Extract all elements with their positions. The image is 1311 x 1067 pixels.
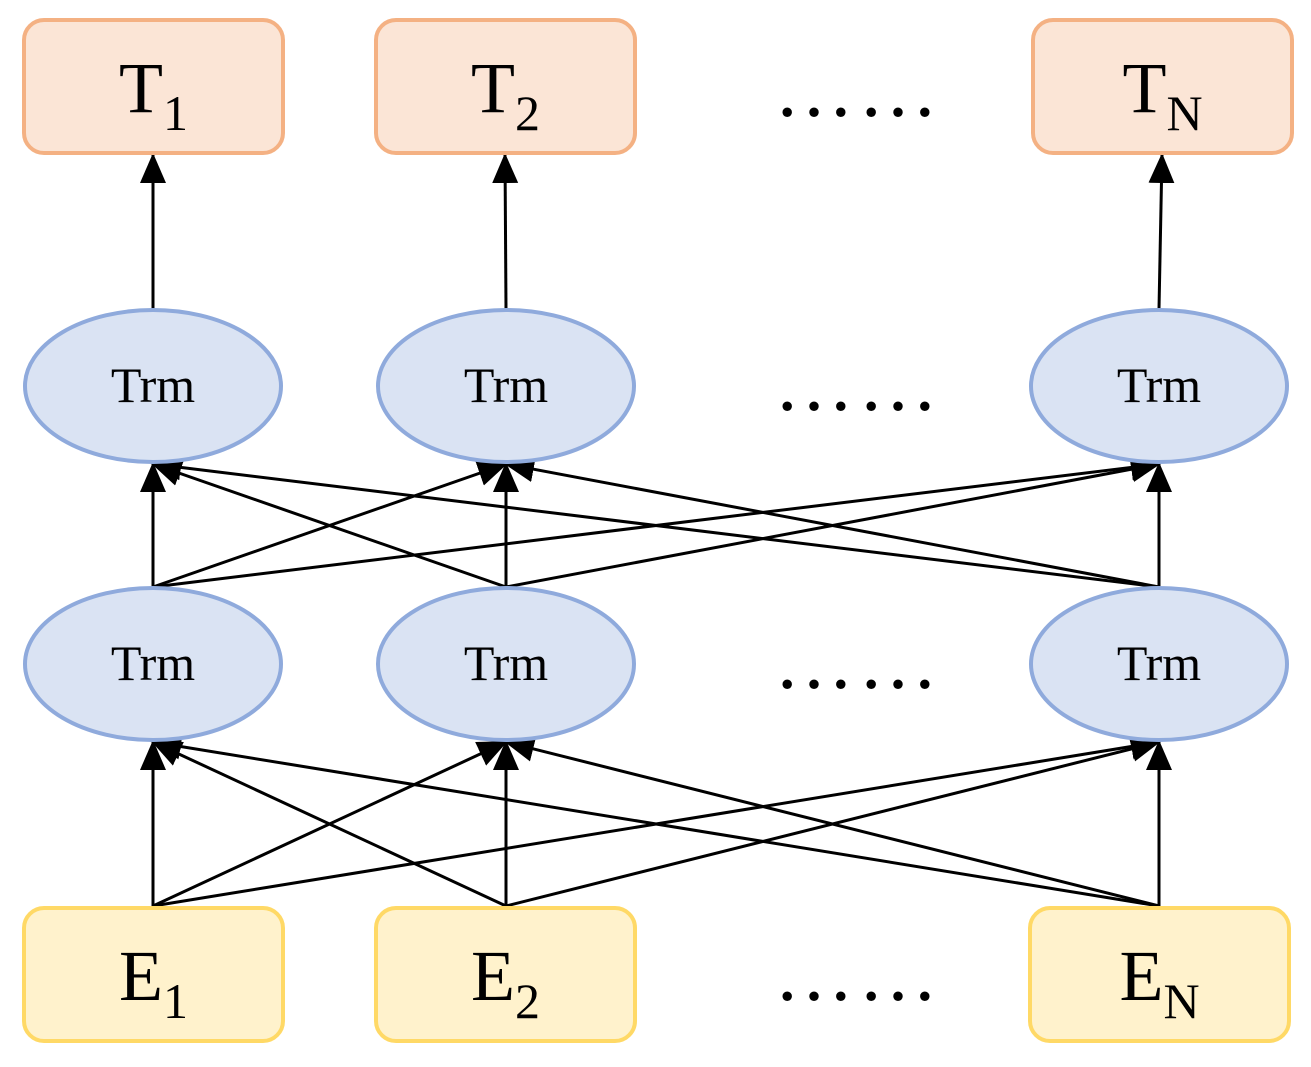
arrow-trm-top-2-to-output-2: [492, 153, 519, 310]
ellipsis-outputs: ……: [774, 46, 942, 134]
output-box-1: T1: [22, 18, 285, 155]
output-box-n: TN: [1031, 18, 1294, 155]
svg-text:E1: E1: [119, 936, 188, 1029]
output-label-n: T: [1122, 48, 1166, 128]
input-sub-n: N: [1163, 973, 1199, 1029]
arrow-input-2-to-trm-bottom-1: [151, 740, 507, 908]
arrow-input-3-to-trm-bottom-1: [151, 733, 1160, 908]
arrow-input-3-to-trm-bottom-2: [504, 736, 1160, 908]
svg-text:EN: EN: [1119, 936, 1199, 1029]
arrows-group: [140, 153, 1175, 908]
trm-bottom-2-label: Trm: [464, 635, 548, 691]
input-box-1: E1: [22, 906, 285, 1043]
ellipsis-bottom-layer: ……: [774, 618, 942, 706]
input-box-n: EN: [1028, 906, 1291, 1043]
input-sub-1: 1: [163, 973, 188, 1029]
output-sub-n: N: [1166, 85, 1202, 141]
output-box-2: T2: [374, 18, 637, 155]
trm-bottom-1-label: Trm: [111, 635, 195, 691]
svg-text:E2: E2: [471, 936, 540, 1029]
input-box-2: E2: [374, 906, 637, 1043]
arrow-trm-bottom-3-to-trm-top-1: [151, 454, 1160, 589]
trm-top-n: Trm: [1029, 308, 1289, 464]
svg-text:T1: T1: [119, 48, 188, 141]
trm-bottom-n: Trm: [1029, 586, 1289, 742]
output-sub-1: 1: [163, 85, 188, 141]
trm-top-2-label: Trm: [464, 357, 548, 413]
svg-text:T2: T2: [471, 48, 540, 141]
svg-text:TN: TN: [1122, 48, 1202, 141]
arrow-trm-bottom-3-to-trm-top-2: [504, 456, 1160, 589]
trm-top-1-label: Trm: [111, 357, 195, 413]
output-label-1: T: [119, 48, 163, 128]
input-label-n: E: [1119, 936, 1163, 1016]
trm-bottom-n-label: Trm: [1117, 635, 1201, 691]
input-sub-2: 2: [515, 973, 540, 1029]
trm-top-2: Trm: [376, 308, 636, 464]
ellipsis-inputs: ……: [774, 930, 942, 1018]
input-label-2: E: [471, 936, 515, 1016]
output-label-2: T: [471, 48, 515, 128]
input-label-1: E: [119, 936, 163, 1016]
trm-top-1: Trm: [23, 308, 283, 464]
trm-top-n-label: Trm: [1117, 357, 1201, 413]
trm-bottom-2: Trm: [376, 586, 636, 742]
ellipsis-top-layer: ……: [774, 340, 942, 428]
arrow-trm-top-3-to-output-3: [1148, 153, 1175, 310]
trm-bottom-1: Trm: [23, 586, 283, 742]
arrow-trm-bottom-2-to-trm-top-1: [151, 460, 507, 589]
output-sub-2: 2: [515, 85, 540, 141]
